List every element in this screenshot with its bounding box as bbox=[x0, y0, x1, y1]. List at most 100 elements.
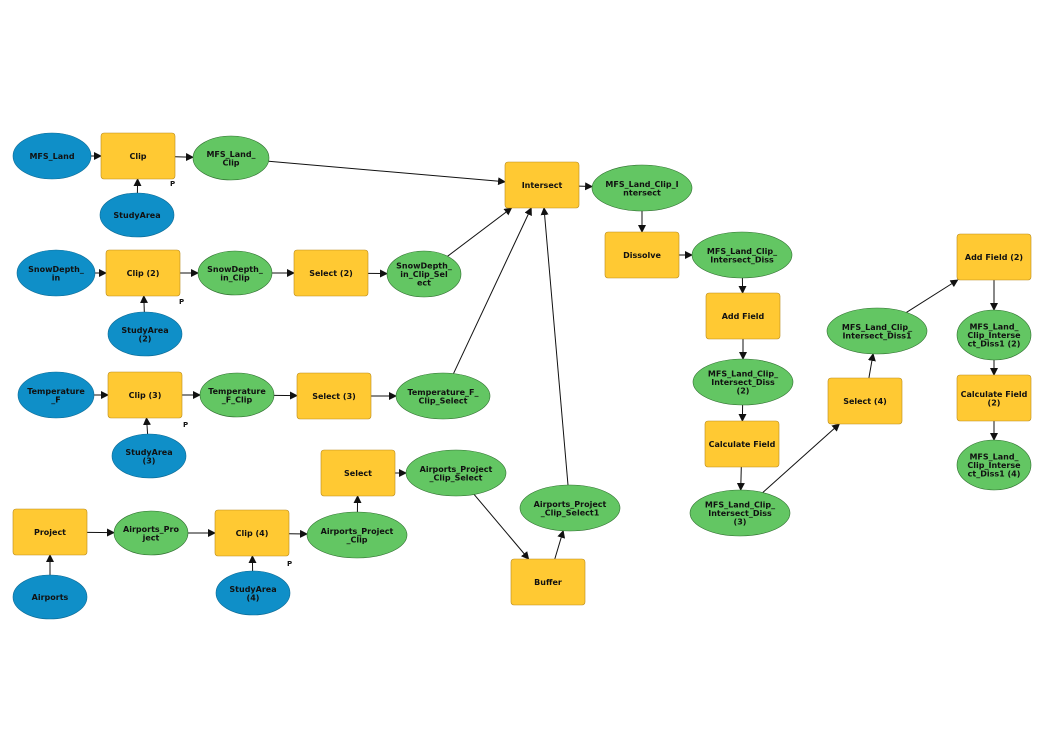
connector-airports_project_clip_select1-to-intersect[interactable] bbox=[540, 207, 569, 486]
node-studyarea4[interactable]: StudyArea(4) bbox=[215, 570, 291, 616]
input-shape[interactable] bbox=[12, 132, 92, 180]
node-label: Airports_Project bbox=[534, 500, 607, 509]
connector-studyarea3-to-clip3[interactable] bbox=[142, 417, 151, 435]
node-label: Intersect_Diss bbox=[708, 509, 772, 518]
output-shape[interactable] bbox=[956, 439, 1032, 491]
output-shape[interactable] bbox=[199, 372, 275, 418]
tool-shape[interactable] bbox=[214, 509, 290, 557]
node-diss1_2[interactable]: MFS_Land_Clip_Intersect_Diss1 (2) bbox=[956, 309, 1032, 361]
output-shape[interactable] bbox=[386, 250, 462, 298]
tool-shape[interactable] bbox=[100, 132, 176, 180]
parameter-marker: P bbox=[170, 180, 175, 188]
node-snowdepths[interactable]: SnowDepth_in bbox=[16, 249, 96, 297]
node-airports_project_clip_select[interactable]: Airports_Project_Clip_Select bbox=[405, 449, 507, 497]
node-airports_project[interactable]: Airports_Project bbox=[113, 510, 189, 556]
node-dissolve[interactable]: Dissolve bbox=[604, 231, 680, 279]
node-diss2[interactable]: MFS_Land_Clip_Intersect_Diss(2) bbox=[692, 358, 794, 406]
tool-shape[interactable] bbox=[293, 249, 369, 297]
tool-shape[interactable] bbox=[705, 292, 781, 340]
output-shape[interactable] bbox=[405, 449, 507, 497]
node-buffer[interactable]: Buffer bbox=[510, 558, 586, 606]
input-shape[interactable] bbox=[215, 570, 291, 616]
node-intersect[interactable]: Intersect bbox=[504, 161, 580, 209]
input-shape[interactable] bbox=[99, 192, 175, 238]
output-shape[interactable] bbox=[956, 309, 1032, 361]
node-addfield2[interactable]: Add Field (2) bbox=[956, 233, 1032, 281]
tool-shape[interactable] bbox=[704, 420, 780, 468]
input-shape[interactable] bbox=[107, 311, 183, 357]
tool-shape[interactable] bbox=[827, 377, 903, 425]
node-select4[interactable]: Select (4) bbox=[827, 377, 903, 425]
node-snowdepth_clip[interactable]: SnowDepth_in_Clip bbox=[197, 250, 273, 296]
connector-studyarea2-to-clip2[interactable] bbox=[140, 295, 149, 313]
tool-shape[interactable] bbox=[105, 249, 181, 297]
node-airports_project_clip_select1[interactable]: Airports_Project_Clip_Select1 bbox=[519, 484, 621, 532]
node-diss1_4[interactable]: MFS_Land_Clip_Intersect_Diss1 (4) bbox=[956, 439, 1032, 491]
node-studyarea3[interactable]: StudyArea(3) bbox=[111, 433, 187, 479]
node-clip2[interactable]: Clip (2) bbox=[105, 249, 181, 297]
node-airports_project_clip[interactable]: Airports_Project_Clip bbox=[306, 511, 408, 559]
connector-mfs_land_clip-to-intersect[interactable] bbox=[268, 160, 506, 186]
node-temperature[interactable]: Temperature_F bbox=[17, 371, 95, 419]
node-temperature_clip[interactable]: Temperature_F_Clip bbox=[199, 372, 275, 418]
connector-temperature_clip_select-to-intersect[interactable] bbox=[453, 207, 532, 374]
node-snowdepth_clip_select[interactable]: SnowDepth_in_Clip_Select bbox=[386, 250, 462, 298]
tool-shape[interactable] bbox=[107, 371, 183, 419]
output-shape[interactable] bbox=[826, 307, 928, 355]
connector-airports_project_clip_select-to-buffer[interactable] bbox=[473, 494, 530, 560]
tool-shape[interactable] bbox=[956, 374, 1032, 422]
tool-shape[interactable] bbox=[12, 508, 88, 556]
output-shape[interactable] bbox=[519, 484, 621, 532]
node-mfs_land_clip_intersect[interactable]: MFS_Land_Clip_Intersect bbox=[591, 164, 693, 212]
connector-diss1-to-addfield2[interactable] bbox=[906, 279, 959, 313]
tool-shape[interactable] bbox=[320, 449, 396, 497]
node-mfs_land_clip[interactable]: MFS_Land_Clip bbox=[192, 135, 270, 181]
node-project[interactable]: Project bbox=[12, 508, 88, 556]
connector-snowdepth_clip_select-to-intersect[interactable] bbox=[447, 207, 513, 257]
connector-select4-to-diss1[interactable] bbox=[867, 352, 876, 379]
input-shape[interactable] bbox=[12, 574, 88, 620]
node-studyarea2[interactable]: StudyArea(2) bbox=[107, 311, 183, 357]
tool-shape[interactable] bbox=[504, 161, 580, 209]
node-temperature_clip_select[interactable]: Temperature_F_Clip_Select bbox=[395, 372, 491, 420]
node-clip[interactable]: Clip bbox=[100, 132, 176, 180]
output-shape[interactable] bbox=[692, 358, 794, 406]
node-mfs_land[interactable]: MFS_Land bbox=[12, 132, 92, 180]
output-shape[interactable] bbox=[306, 511, 408, 559]
node-diss[interactable]: MFS_Land_Clip_Intersect_Diss bbox=[691, 231, 793, 279]
node-select[interactable]: Select bbox=[320, 449, 396, 497]
tool-shape[interactable] bbox=[510, 558, 586, 606]
parameter-marker: P bbox=[183, 421, 188, 429]
connector-diss3-to-select4[interactable] bbox=[762, 423, 841, 493]
output-shape[interactable] bbox=[113, 510, 189, 556]
output-shape[interactable] bbox=[691, 231, 793, 279]
tool-shape[interactable] bbox=[956, 233, 1032, 281]
node-calcfield2[interactable]: Calculate Field(2) bbox=[956, 374, 1032, 422]
node-label: (3) bbox=[734, 518, 747, 527]
node-label: MFS_Land_Clip_ bbox=[707, 247, 777, 256]
output-shape[interactable] bbox=[192, 135, 270, 181]
node-studyarea[interactable]: StudyArea bbox=[99, 192, 175, 238]
output-shape[interactable] bbox=[591, 164, 693, 212]
tool-shape[interactable] bbox=[604, 231, 680, 279]
input-shape[interactable] bbox=[111, 433, 187, 479]
node-clip3[interactable]: Clip (3) bbox=[107, 371, 183, 419]
input-shape[interactable] bbox=[17, 371, 95, 419]
input-shape[interactable] bbox=[16, 249, 96, 297]
output-shape[interactable] bbox=[197, 250, 273, 296]
node-addfield[interactable]: Add Field bbox=[705, 292, 781, 340]
node-diss3[interactable]: MFS_Land_Clip_Intersect_Diss(3) bbox=[689, 489, 791, 537]
node-select3[interactable]: Select (3) bbox=[296, 372, 372, 420]
output-shape[interactable] bbox=[689, 489, 791, 537]
output-shape[interactable] bbox=[395, 372, 491, 420]
node-calcfield[interactable]: Calculate Field bbox=[704, 420, 780, 468]
node-diss1[interactable]: MFS_Land_Clip_Intersect_Diss1 bbox=[826, 307, 928, 355]
tool-shape[interactable] bbox=[296, 372, 372, 420]
node-label: Clip_Select bbox=[418, 396, 467, 405]
connector-calcfield-to-diss3[interactable] bbox=[736, 466, 745, 491]
node-label: Clip_Interse bbox=[967, 331, 1021, 340]
connector-buffer-to-airports_project_clip_select1[interactable] bbox=[554, 529, 566, 560]
node-airports[interactable]: Airports bbox=[12, 574, 88, 620]
node-clip4[interactable]: Clip (4) bbox=[214, 509, 290, 557]
node-select2[interactable]: Select (2) bbox=[293, 249, 369, 297]
